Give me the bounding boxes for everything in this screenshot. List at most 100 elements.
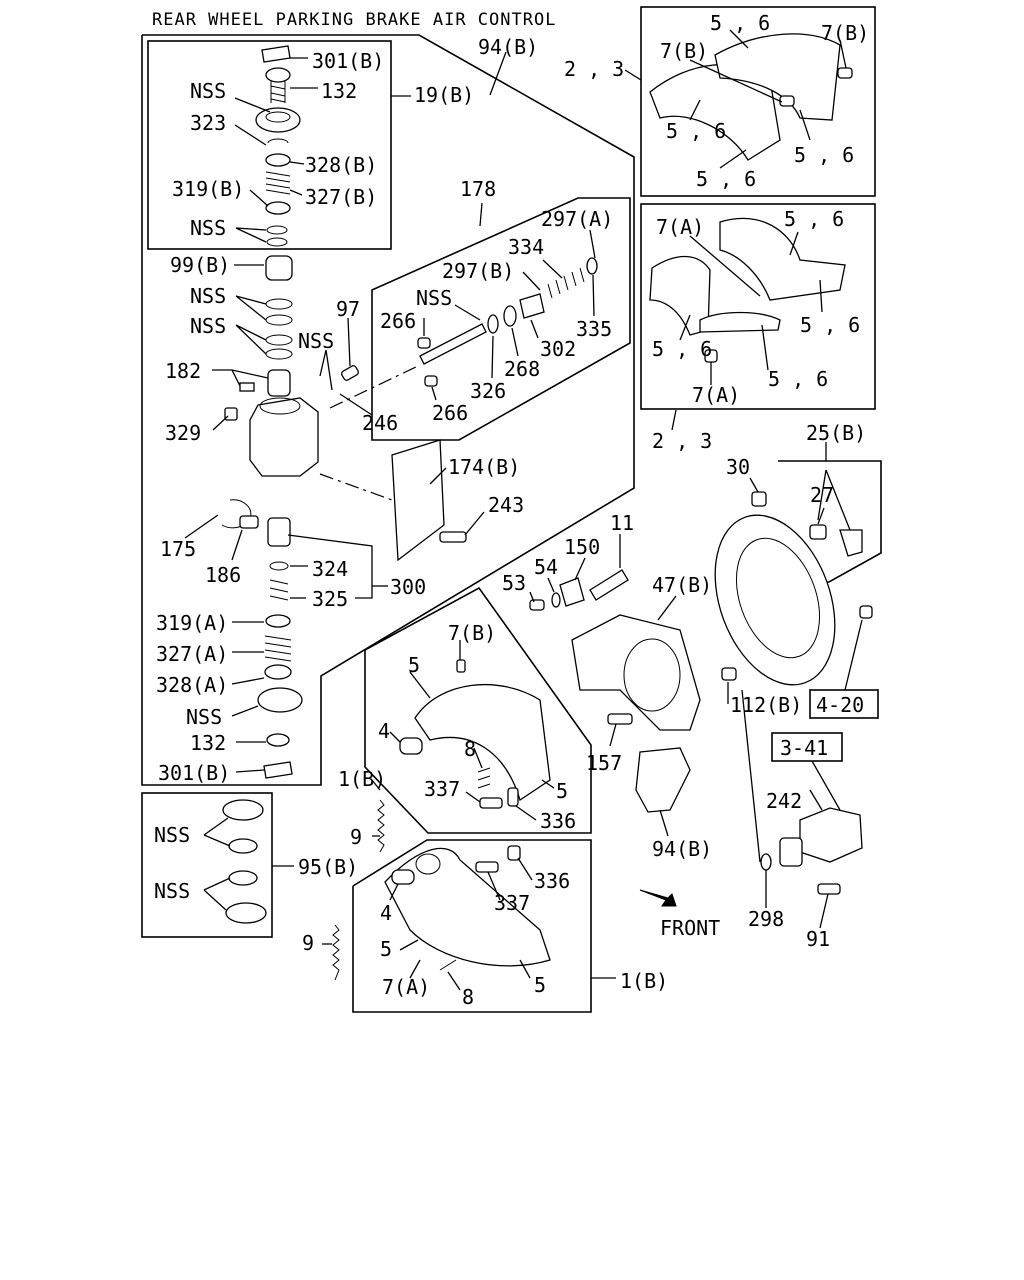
part-lining-d <box>719 217 846 301</box>
label-5-6-d: 5 , 6 <box>696 167 756 191</box>
part-7b-rivet-a <box>779 95 795 107</box>
actuator-kit-box <box>371 197 631 441</box>
part-backing-plate-inner <box>735 537 821 659</box>
label-4-b: 4 <box>380 901 392 925</box>
label-53: 53 <box>502 571 526 595</box>
part-112b-bolt <box>721 667 737 681</box>
label-5-6-h: 5 , 6 <box>768 367 828 391</box>
part-99b <box>265 255 293 281</box>
part-336-b <box>507 845 521 861</box>
label-112b: 112(B) <box>730 693 802 717</box>
label-2-3-top: 2 , 3 <box>564 57 624 81</box>
label-5-c: 5 <box>380 937 392 961</box>
label-5-6-b: 5 , 6 <box>666 119 726 143</box>
diagram-title: REAR WHEEL PARKING BRAKE AIR CONTROL <box>152 10 556 30</box>
label-8-b: 8 <box>462 985 474 1009</box>
part-backing-plate <box>714 514 836 686</box>
label-178: 178 <box>460 177 496 201</box>
label-132-top: 132 <box>321 79 357 103</box>
label-327a: 327(A) <box>156 642 228 666</box>
valve-top-kit-box <box>147 40 392 250</box>
label-174b: 174(B) <box>448 455 520 479</box>
label-246: 246 <box>362 411 398 435</box>
lining-box-upper <box>640 6 876 197</box>
label-182: 182 <box>165 359 201 383</box>
label-5-d: 5 <box>534 973 546 997</box>
part-nss-ring-b <box>265 314 293 326</box>
label-300: 300 <box>390 575 426 599</box>
label-7a-a: 7(A) <box>656 215 704 239</box>
part-337-bolt-b <box>475 861 499 873</box>
part-329-plug <box>224 407 238 421</box>
seal-kit-box <box>141 792 273 938</box>
part-132-bottom <box>266 733 290 747</box>
label-94b-top: 94(B) <box>478 35 538 59</box>
part-nss-ring-d <box>265 348 293 360</box>
part-seal-95b-c <box>228 870 258 886</box>
label-337-b: 337 <box>494 891 530 915</box>
part-243-bolt <box>439 531 467 543</box>
label-1b-a: 1(B) <box>338 767 386 791</box>
centerline-174b <box>319 473 393 501</box>
label-337-a: 337 <box>424 777 460 801</box>
part-seal-95b-d <box>225 902 267 924</box>
label-nss-5: NSS <box>298 329 334 353</box>
label-5-6-g: 5 , 6 <box>800 313 860 337</box>
label-27: 27 <box>810 483 834 507</box>
label-ref-3-41: 3-41 <box>780 736 828 760</box>
label-7b-b: 7(B) <box>821 21 869 45</box>
part-53 <box>529 599 545 611</box>
part-seal-95b-b <box>228 838 258 854</box>
label-336-a: 336 <box>540 809 576 833</box>
part-94b-bracket <box>635 747 691 813</box>
part-nss-ring-c <box>265 334 293 346</box>
label-1b-b: 1(B) <box>620 969 668 993</box>
label-297b: 297(B) <box>442 259 514 283</box>
part-334-spring <box>547 267 585 299</box>
label-5-a: 5 <box>408 653 420 677</box>
label-nss-9: NSS <box>154 879 190 903</box>
part-268 <box>503 305 517 327</box>
part-336-a <box>507 787 519 807</box>
part-323 <box>255 107 301 133</box>
label-329: 329 <box>165 421 201 445</box>
part-324-oring <box>269 561 289 571</box>
label-4-a: 4 <box>378 719 390 743</box>
part-319a <box>265 614 291 628</box>
label-nss-4: NSS <box>190 314 226 338</box>
part-266-a <box>417 337 431 349</box>
label-328b: 328(B) <box>305 153 377 177</box>
part-clip <box>267 138 289 144</box>
part-drawings <box>221 33 873 981</box>
label-302: 302 <box>540 337 576 361</box>
label-7b-a: 7(B) <box>660 39 708 63</box>
part-328a <box>264 664 292 680</box>
part-oring-2 <box>266 237 288 247</box>
part-323-inner <box>265 111 291 123</box>
label-325: 325 <box>312 587 348 611</box>
part-242-flange <box>779 837 803 867</box>
part-shoe-lower <box>384 847 551 967</box>
centerline-actuator <box>329 365 419 409</box>
part-337-bolt-a <box>479 797 503 809</box>
label-327b: 327(B) <box>305 185 377 209</box>
part-lining-e <box>699 311 781 333</box>
part-9-spring-a <box>377 799 385 853</box>
ref-box-3-41 <box>771 732 843 762</box>
part-8-pin-b <box>439 959 457 971</box>
label-242: 242 <box>766 789 802 813</box>
part-157-bolt <box>607 713 633 725</box>
label-30: 30 <box>726 455 750 479</box>
label-25b: 25(B) <box>806 421 866 445</box>
part-shoe-upper <box>414 683 551 802</box>
part-47b-spider <box>571 614 701 731</box>
label-186: 186 <box>205 563 241 587</box>
part-301b-bottom <box>263 761 293 779</box>
part-nss-seal <box>257 687 303 713</box>
part-54 <box>551 592 561 608</box>
part-266-b <box>424 375 438 387</box>
label-301b-bottom: 301(B) <box>158 761 230 785</box>
part-oring-1 <box>266 225 288 235</box>
label-319b: 319(B) <box>172 177 244 201</box>
